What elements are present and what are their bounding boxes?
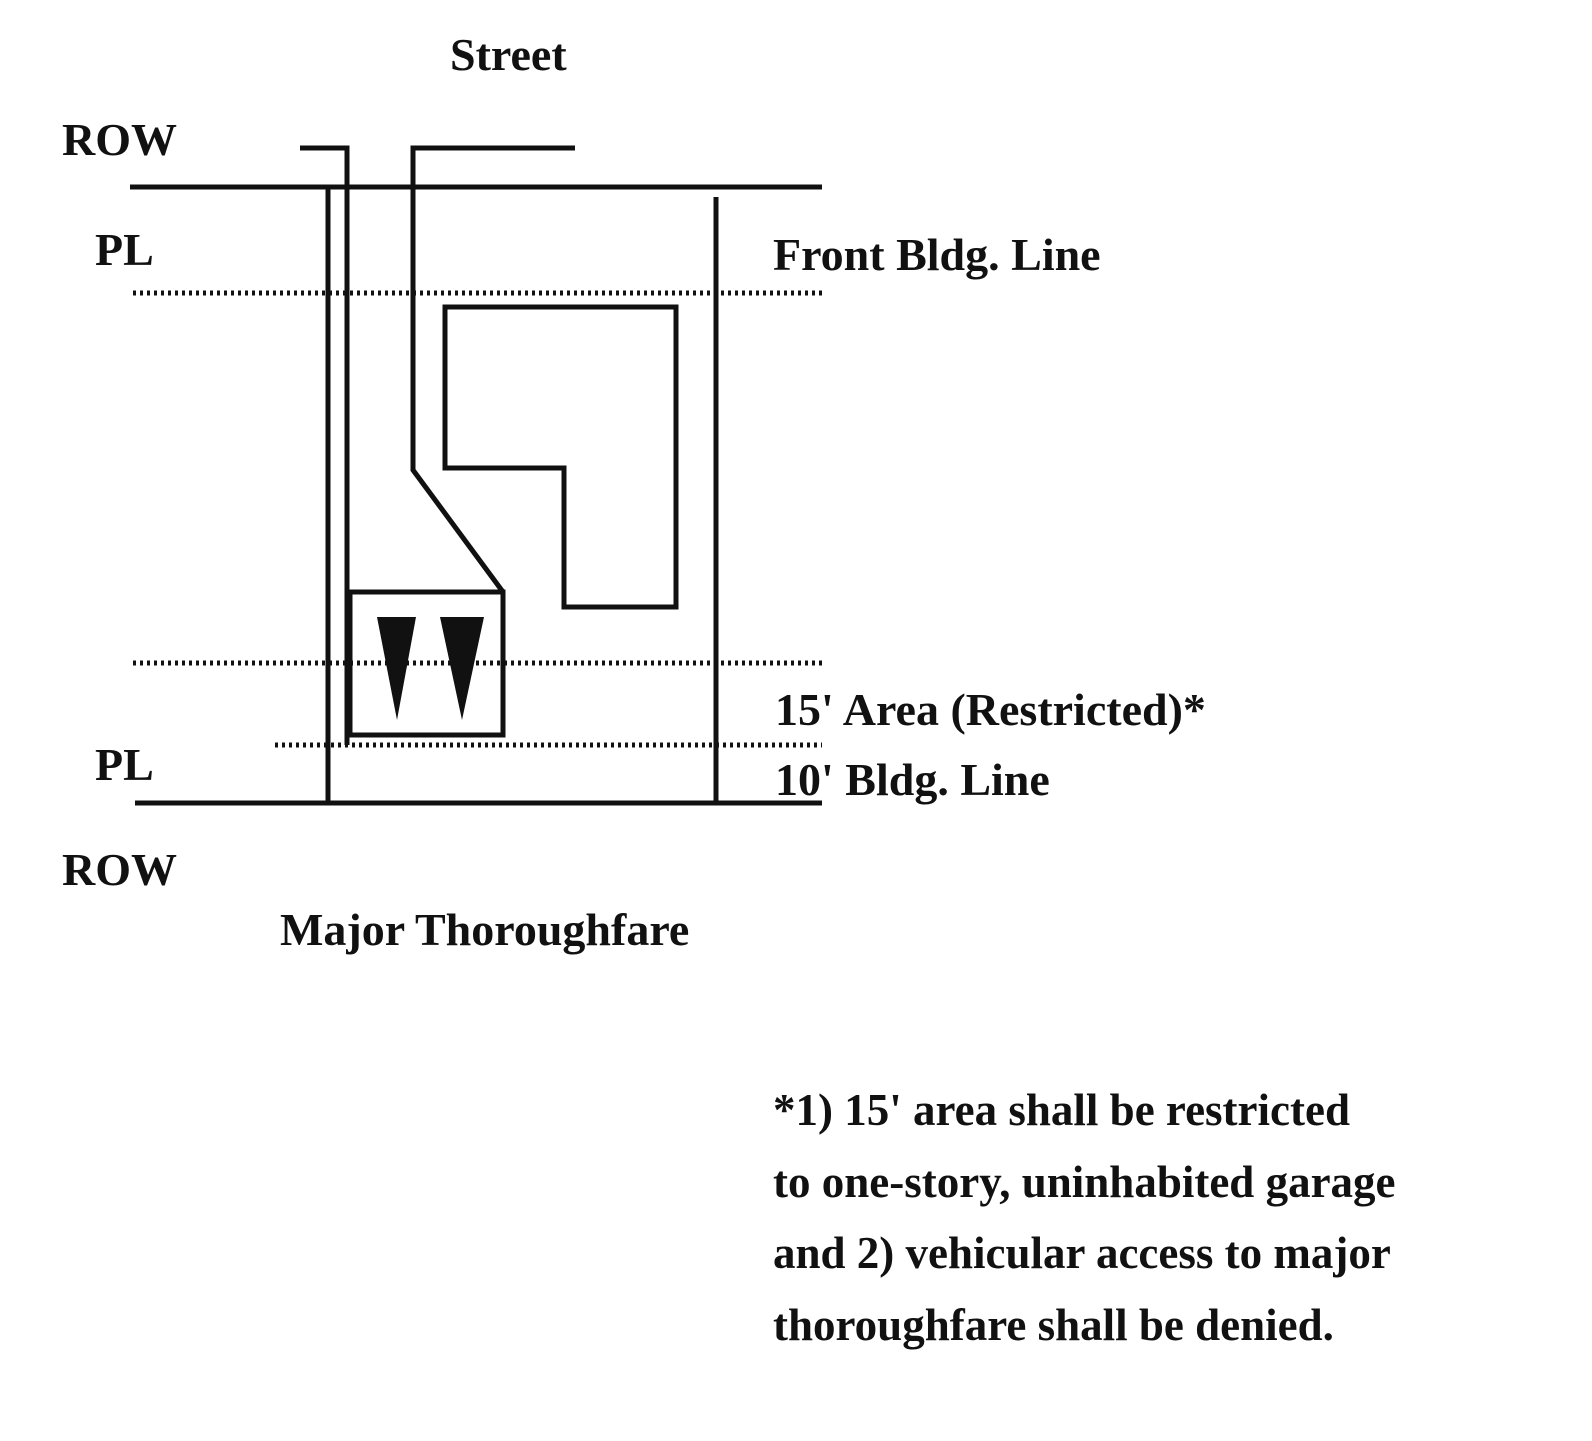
garage	[347, 589, 506, 738]
row-top-label: ROW	[62, 114, 177, 165]
driveway-right-edge	[410, 145, 575, 735]
footnote-line: and 2) vehicular access to major	[773, 1228, 1391, 1278]
footnote: *1) 15' area shall be restricted to one-…	[773, 1085, 1396, 1350]
driveway-left-edge	[300, 145, 350, 745]
pl-bottom-label: PL	[95, 739, 154, 790]
house-footprint	[442, 304, 679, 610]
footnote-line: to one-story, uninhabited garage	[773, 1157, 1396, 1207]
major-thoroughfare-label: Major Thoroughfare	[280, 904, 689, 955]
restricted-area-label: 15' Area (Restricted)*	[775, 684, 1206, 735]
footnote-line: thoroughfare shall be denied.	[773, 1300, 1334, 1350]
footnote-line: *1) 15' area shall be restricted	[773, 1085, 1350, 1135]
street-label: Street	[450, 29, 567, 80]
bldg-line-10-label: 10' Bldg. Line	[775, 754, 1050, 805]
pl-top-label: PL	[95, 224, 154, 275]
row-bottom-label: ROW	[62, 844, 177, 895]
vehicle-arrow-icon	[440, 617, 484, 720]
front-bldg-line-label: Front Bldg. Line	[773, 229, 1101, 280]
vehicle-arrow-icon	[377, 617, 416, 720]
